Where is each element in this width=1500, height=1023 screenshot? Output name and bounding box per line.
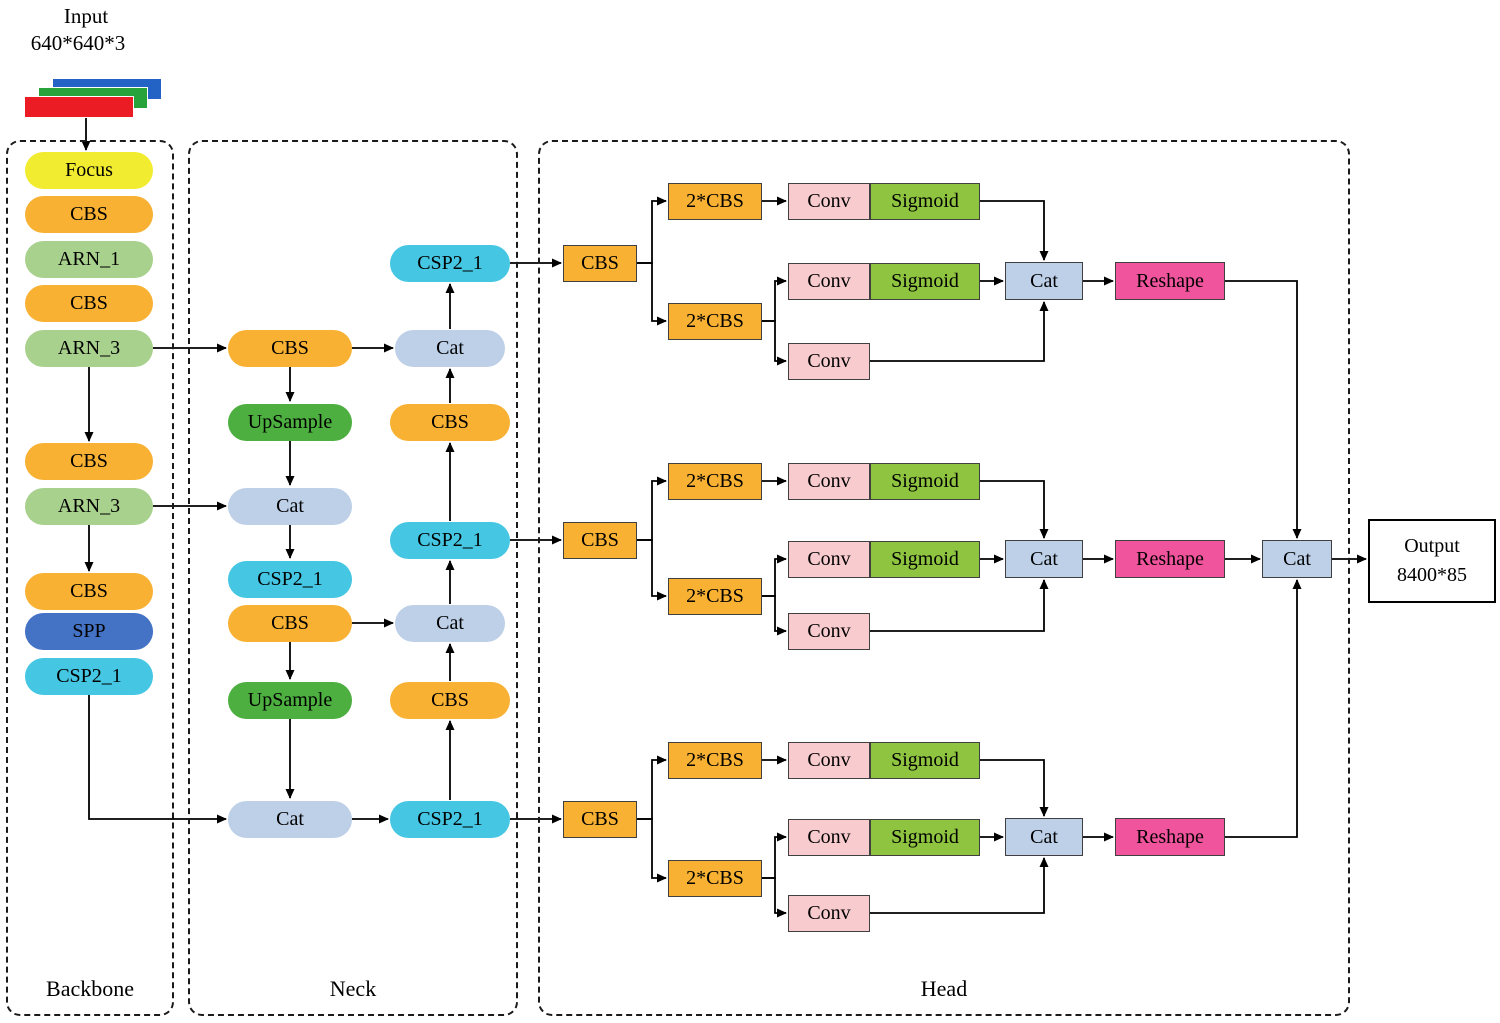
head3-sigmoid-2: Sigmoid: [870, 818, 980, 856]
head3-reshape: Reshape: [1115, 818, 1225, 856]
neck-cat-bottom: Cat: [228, 800, 352, 838]
head2-conv-1: Conv: [788, 462, 870, 500]
neck-csp2-1-bot: CSP2_1: [390, 800, 510, 838]
neck-cat-mid: Cat: [395, 604, 505, 642]
head1-sigmoid-2: Sigmoid: [870, 262, 980, 300]
backbone-arn3-1: ARN_3: [25, 330, 153, 367]
head-section-label: Head: [920, 976, 968, 1001]
output-title: Output: [1404, 535, 1460, 557]
edge-45: [637, 818, 667, 883]
neck-csp2-1-top: CSP2_1: [390, 244, 510, 282]
edge-25: [637, 262, 667, 326]
head2-reshape: Reshape: [1115, 540, 1225, 578]
edge-6: [88, 695, 227, 824]
neck-cbs-1: CBS: [228, 330, 352, 367]
head2-conv-2: Conv: [788, 540, 870, 578]
edge-41: [870, 579, 1049, 632]
head2-sigmoid-1: Sigmoid: [870, 462, 980, 500]
head3-cbs: CBS: [563, 800, 637, 838]
neck-csp2-1-mid: CSP2_1: [390, 521, 510, 559]
backbone-arn1: ARN_1: [25, 240, 153, 278]
head3-2cbs-a: 2*CBS: [668, 741, 762, 779]
backbone-cbs-2: CBS: [25, 284, 153, 322]
head1-sigmoid-1: Sigmoid: [870, 182, 980, 220]
output-size: 8400*85: [1397, 564, 1467, 586]
head2-cbs: CBS: [563, 521, 637, 559]
head3-conv-1: Conv: [788, 741, 870, 779]
head1-conv-3: Conv: [788, 342, 870, 380]
neck-csp2-1-left: CSP2_1: [228, 560, 352, 598]
final-cat: Cat: [1262, 540, 1332, 578]
head3-conv-3: Conv: [788, 894, 870, 932]
edge-28: [762, 320, 787, 366]
neck-cbs-up-1: CBS: [390, 403, 510, 441]
edge-31: [870, 301, 1049, 362]
edge-53: [1225, 579, 1302, 838]
neck-section-label: Neck: [329, 976, 377, 1001]
backbone-csp2-1: CSP2_1: [25, 657, 153, 695]
neck-cat-1: Cat: [228, 487, 352, 525]
backbone-arn3-2: ARN_3: [25, 487, 153, 525]
edge-38: [762, 595, 787, 636]
head1-conv-1: Conv: [788, 182, 870, 220]
head-section-box: Head: [538, 140, 1350, 1016]
edge-35: [637, 539, 667, 601]
edge-48: [762, 877, 787, 918]
backbone-section-box: Backbone: [6, 140, 174, 1016]
head2-2cbs-a: 2*CBS: [668, 462, 762, 500]
neck-upsample-1: UpSample: [228, 403, 352, 441]
input-image-layer-red: [24, 96, 134, 118]
backbone-focus: Focus: [25, 152, 153, 189]
backbone-cbs-4: CBS: [25, 573, 153, 610]
neck-cbs-2: CBS: [228, 604, 352, 642]
head3-sigmoid-1: Sigmoid: [870, 741, 980, 779]
neck-cat-top: Cat: [395, 329, 505, 367]
head3-cat: Cat: [1005, 818, 1083, 856]
neck-section-box: Neck: [188, 140, 518, 1016]
head1-2cbs-b: 2*CBS: [668, 302, 762, 340]
backbone-spp: SPP: [25, 613, 153, 650]
input-size: 640*640*3: [30, 31, 126, 55]
backbone-section-label: Backbone: [46, 976, 134, 1001]
edge-29: [980, 200, 1049, 261]
head3-2cbs-b: 2*CBS: [668, 859, 762, 897]
edge-51: [870, 857, 1049, 914]
head1-cat: Cat: [1005, 262, 1083, 300]
edge-39: [980, 480, 1049, 539]
head2-sigmoid-2: Sigmoid: [870, 540, 980, 578]
head1-conv-2: Conv: [788, 262, 870, 300]
head2-2cbs-b: 2*CBS: [668, 577, 762, 615]
head2-cat: Cat: [1005, 540, 1083, 578]
input-title: Input: [63, 4, 109, 28]
head1-2cbs-a: 2*CBS: [668, 182, 762, 220]
backbone-cbs-3: CBS: [25, 443, 153, 480]
edge-49: [980, 759, 1049, 817]
backbone-cbs-1: CBS: [25, 196, 153, 233]
head1-cbs: CBS: [563, 244, 637, 282]
neck-upsample-2: UpSample: [228, 681, 352, 719]
output-box: Output 8400*85: [1368, 519, 1496, 603]
head1-reshape: Reshape: [1115, 262, 1225, 300]
neck-cbs-up-2: CBS: [390, 681, 510, 719]
edge-33: [1225, 280, 1302, 539]
head3-conv-2: Conv: [788, 818, 870, 856]
head2-conv-3: Conv: [788, 612, 870, 650]
